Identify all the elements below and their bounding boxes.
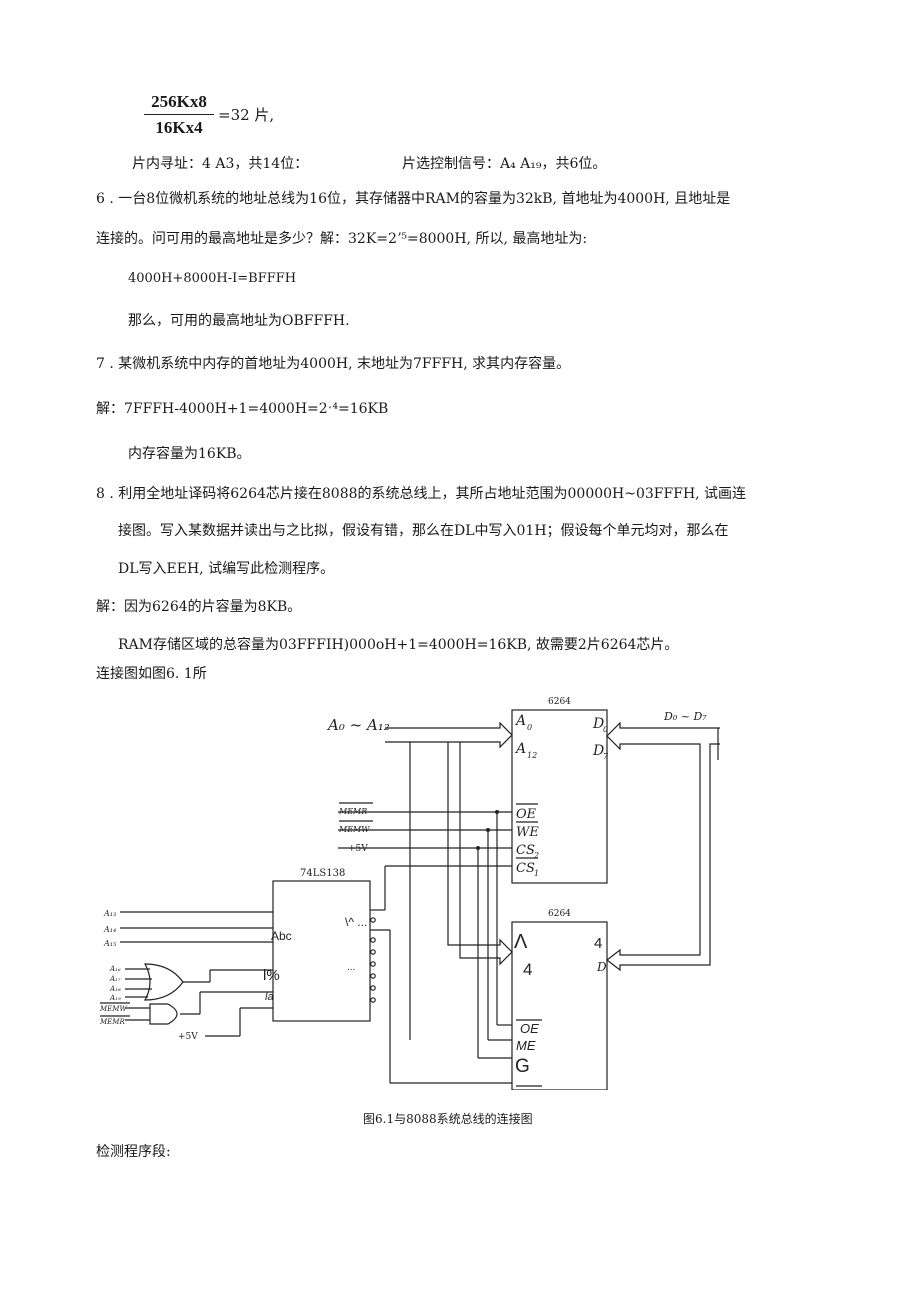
decoder-input-a13: A₁₃	[103, 909, 116, 918]
fraction-numerator: 256Kx8	[144, 92, 214, 115]
decoder-left-label-1: Abc	[271, 929, 292, 943]
fraction-result: =32 片,	[218, 106, 275, 124]
chip1-title: 6264	[548, 697, 571, 707]
address-bus-arrow	[385, 721, 513, 749]
chip2-title: 6264	[548, 909, 571, 919]
chip1-pin-a12-sub: 12	[527, 751, 537, 760]
gate2-input-memw: MEMW	[99, 1005, 127, 1013]
program-heading: 检测程序段:	[96, 1144, 171, 1160]
memr-signal-label: MEMR	[338, 807, 367, 816]
q6-calc: 4000H+8000H-I=BFFFH	[128, 271, 297, 286]
decoder-left-label-3: la	[265, 991, 274, 1003]
gate-input-a19: A₁₉	[109, 994, 121, 1002]
gate-input-a16: A₁₆	[109, 965, 121, 973]
chip1-pin-cs1: CS	[516, 861, 535, 876]
fraction-denominator: 16Kx4	[155, 118, 203, 137]
chip1-pin-a0: A	[514, 713, 526, 729]
chip-select-text: 片选控制信号：A₄ A₁₉，共6位。	[402, 156, 607, 172]
q8-line2: 接图。写入某数据并读出与之比拟，假设有错，那么在DL中写入01H；假设每个单元均…	[118, 523, 729, 539]
fraction-formula: 256Kx8 16Kx4	[144, 92, 214, 138]
chip1-pin-cs2: CS	[516, 843, 535, 858]
decoder-right-label: \^ ...	[345, 915, 367, 929]
chip1-pin-oe: OE	[516, 807, 537, 822]
q7-calc: 解：7FFFH-4000H+1=4000H=2ˑ⁴=16KB	[96, 401, 389, 417]
decoder-title: 74LS138	[300, 868, 345, 879]
plus5v-decoder-label: +5V	[178, 1032, 198, 1042]
chip2-pin-oe: OE	[520, 1021, 539, 1036]
chip1-pin-a12: A	[514, 741, 526, 757]
data-bus-arrow	[606, 721, 720, 972]
or-gate	[143, 963, 184, 1001]
q6-answer: 那么，可用的最高地址为OBFFFH.	[128, 313, 350, 329]
data-bus-label: D₀ ~ D₇	[663, 710, 707, 723]
chip2-pin-g: G	[515, 1056, 530, 1077]
decoder-right-label-2: ...	[347, 962, 355, 973]
q8-solution-line1: 解：因为6264的片容量为8KB。	[96, 599, 302, 615]
chip1-pin-a0-sub: 0	[527, 723, 532, 732]
gate2-input-memr: MEMR	[99, 1018, 125, 1026]
chip2-box	[511, 921, 608, 1090]
q8-line3: DL写入EEH, 试编写此检测程序。	[118, 561, 335, 577]
decoder-box	[272, 880, 371, 1022]
q7-answer: 内存容量为16KB。	[128, 446, 251, 462]
q8-solution-line2: RAM存储区域的总容量为03FFFIH)000oH+1=4000H=16KB, …	[118, 637, 679, 653]
address-bus-branch-arrow	[447, 742, 513, 966]
chip1-pin-we: WE	[516, 825, 539, 840]
figure-caption: 图6.1与8088系统总线的连接图	[363, 1112, 533, 1126]
address-bus-label: A₀ ~ A₁₂	[326, 716, 390, 734]
q8-line1: 8 . 利用全地址译码将6264芯片接在8088的系统总线上，其所占地址范围为0…	[96, 486, 747, 502]
chip1-box	[511, 709, 608, 884]
chip1-pin-d0-sub: 0	[603, 725, 608, 734]
q6-line1: 6 . 一台8位微机系统的地址总线为16位，其存储器中RAM的容量为32kB, …	[96, 191, 731, 207]
q7-line1: 7 . 某微机系统中内存的首地址为4000H, 末地址为7FFFH, 求其内存容…	[96, 356, 571, 372]
addr-in-chip-text: 片内寻址：4 A3，共14位：	[132, 156, 309, 172]
q8-solution-line3: 连接图如图6. 1所	[96, 666, 207, 682]
decoder-input-a15: A₁₅	[103, 939, 117, 948]
chip1-pin-cs1-sub: 1	[534, 869, 539, 878]
chip2-pin-a2: 4	[523, 960, 532, 979]
q6-line2: 连接的。问可用的最高地址是多少？解：32K=2ʼ⁵=8000H, 所以, 最高地…	[96, 231, 588, 247]
decoder-left-label-2: l%	[263, 967, 280, 984]
chip2-pin-a: Λ	[514, 931, 528, 953]
plus5v-signal-label: +5V	[348, 844, 368, 854]
decoder-input-a14: A₁₄	[103, 925, 116, 934]
and-gate	[149, 1003, 178, 1025]
chip2-pin-me: ME	[516, 1038, 536, 1053]
memw-signal-label: MEMW	[338, 825, 370, 834]
gate-input-a18: A₁₈	[109, 985, 121, 993]
chip1-pin-d7-sub: 7	[603, 752, 609, 761]
chip1-pin-d0: D	[592, 716, 604, 732]
chip2-pin-d: 4	[594, 935, 602, 952]
chip2-pin-d2: D	[596, 960, 607, 974]
chip1-pin-cs2-sub: 2	[533, 851, 539, 860]
connection-diagram: A₀ ~ A₁₂ D₀ ~ D₇ 6264 A 0 A 12 D 0 D 7 O…	[99, 697, 720, 1090]
gate-input-a17: A₁₇	[109, 975, 121, 983]
chip1-pin-d7: D	[592, 743, 604, 759]
